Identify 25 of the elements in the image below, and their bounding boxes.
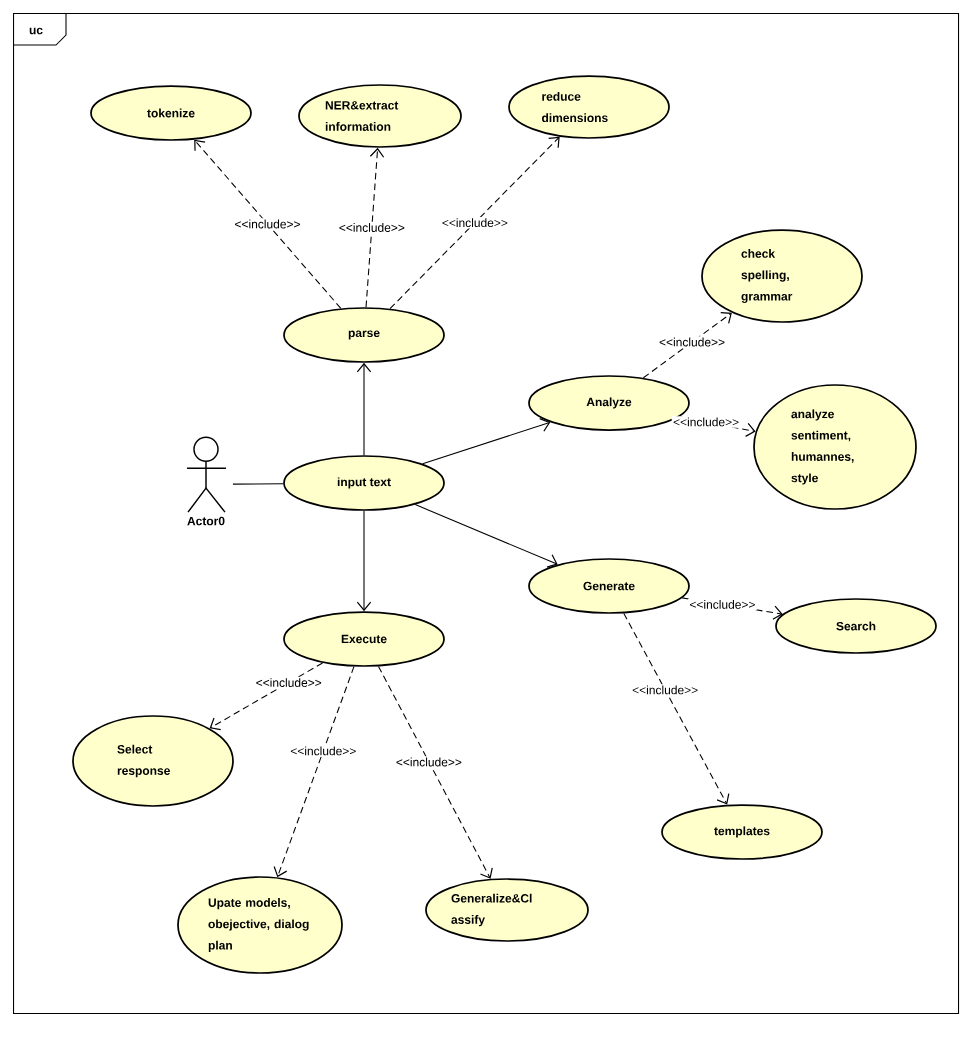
edge-label: <<include>> xyxy=(630,684,700,696)
association-line xyxy=(232,483,284,485)
arrow xyxy=(414,504,558,568)
edge-label: <<include>> xyxy=(288,745,358,757)
node-label: Actor0 xyxy=(187,516,225,526)
edge-label: <<include>> xyxy=(671,416,741,428)
include-arrow xyxy=(642,312,732,379)
include-arrow xyxy=(194,139,342,309)
edge-label: <<include>> xyxy=(657,336,727,348)
include-arrow xyxy=(273,666,355,878)
edge-label: <<include>> xyxy=(688,598,757,611)
include-arrow xyxy=(365,147,385,308)
include-arrow xyxy=(389,136,560,310)
edge-label: <<include>> xyxy=(233,218,302,230)
actor-figure: Actor0 xyxy=(186,436,227,526)
include-arrow xyxy=(209,662,324,731)
include-arrow xyxy=(623,612,730,805)
edge-label: <<include>> xyxy=(337,221,407,234)
arrow xyxy=(356,362,372,456)
include-arrow xyxy=(377,665,493,879)
edge-label: <<include>> xyxy=(254,676,324,689)
edge-label: <<include>> xyxy=(394,756,464,768)
edge-label: <<include>> xyxy=(440,216,510,229)
arrow xyxy=(422,418,551,465)
arrow xyxy=(356,510,372,612)
